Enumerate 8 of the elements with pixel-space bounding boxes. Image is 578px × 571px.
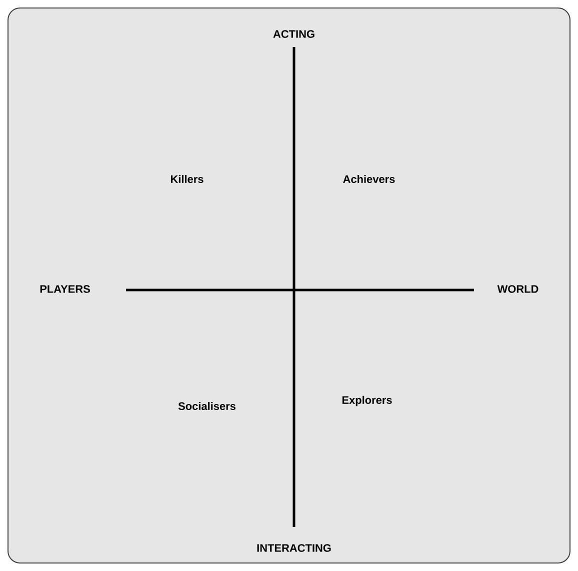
axis-label: WORLD bbox=[497, 285, 538, 293]
axis-label: PLAYERS bbox=[40, 285, 90, 293]
quadrant-label: Achievers bbox=[343, 174, 395, 184]
axis-label: ACTING bbox=[273, 30, 314, 38]
quadrant-label: Killers bbox=[171, 174, 204, 184]
quadrant-label: Socialisers bbox=[178, 402, 236, 410]
axis-label: INTERACTING bbox=[257, 544, 331, 552]
quadrant-label: Explorers bbox=[342, 396, 392, 406]
